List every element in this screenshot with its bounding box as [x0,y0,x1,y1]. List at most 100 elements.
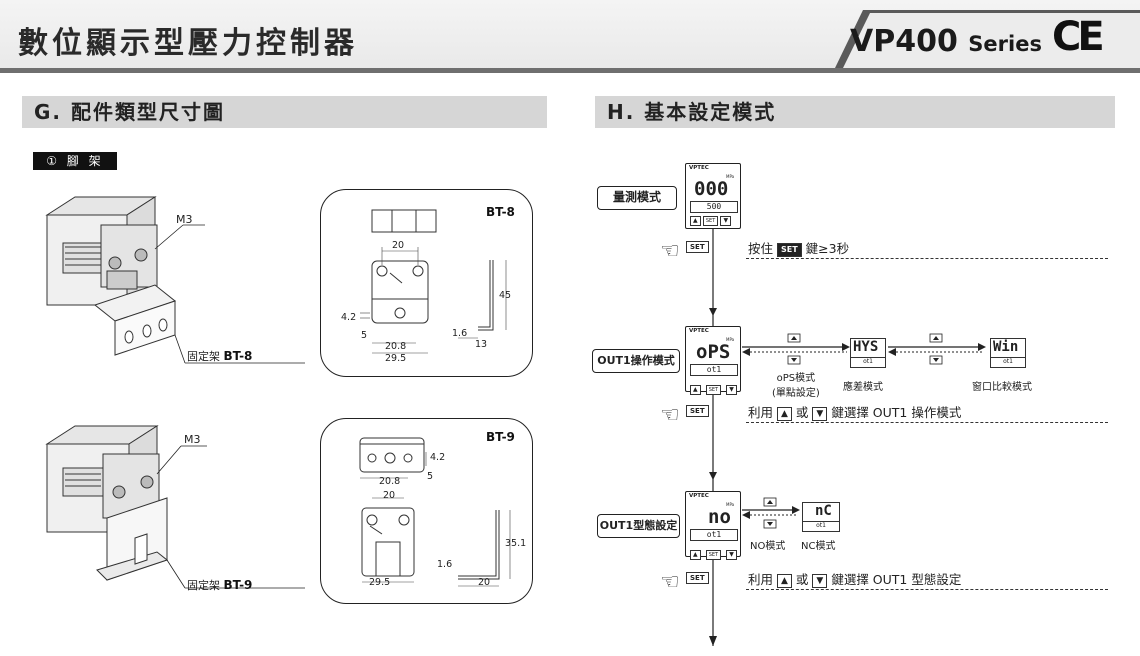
bt9-dim-20b: 20 [478,577,491,588]
device-brand: VPTEC [689,165,709,171]
bt8-screw-label: M3 [176,213,193,226]
model-name: VP400 Series [850,24,1042,59]
bt8-dim-13: 13 [475,339,488,350]
device-buttons: ▲ SET ▼ [690,544,737,563]
up-arrow-icon: ▲ [690,384,701,395]
bt8-caption: 固定架 BT-8 [187,348,252,364]
step2-instruction: 利用 ▲ 或 ▼ 鍵選擇 OUT1 操作模式 [748,402,961,421]
bt8-dim-4-2: 4.2 [341,312,357,323]
type-mode-arrows [742,497,800,529]
step1-instruction: 按住 SET 鍵≥3秒 [748,238,849,257]
bt9-card-title: BT-9 [486,430,515,444]
mode-measure-label: 量測模式 [597,186,677,210]
no-display: no [708,506,731,528]
hys-display: HYS [853,339,879,355]
win-sub-display: ot1 [991,357,1025,365]
device-buttons: ▲ SET ▼ [690,379,737,398]
up-arrow-icon: ▲ [690,549,701,560]
hand-press-icon: ☜ [660,570,680,595]
device-brand: VPTEC [689,328,709,334]
win-mode-label: 窗口比較模式 [972,382,1032,393]
set-key: SET [702,216,719,226]
ops-mode-sublabel: (單點設定) [772,388,820,399]
nc-sub-display: ot1 [803,521,839,529]
ops-display: oPS [696,341,731,363]
model-code: VP400 [850,24,958,59]
section-g-title: G. 配件類型尺寸圖 [22,96,547,128]
device-brand: VPTEC [689,493,709,499]
step1-instr-prefix: 按住 [748,241,774,256]
bt9-mount-illustration [45,425,305,589]
flow-arrow-line [709,228,717,646]
hys-sub-display: ot1 [851,357,885,365]
bt9-dim-20: 20 [383,490,396,501]
ops-sub-display: ot1 [690,364,738,376]
step3-instruction: 利用 ▲ 或 ▼ 鍵選擇 OUT1 型態設定 [748,569,961,588]
bt9-screw-label: M3 [184,433,201,446]
bt9-caption-model: BT-9 [223,578,253,592]
hand-set-key: SET [686,572,709,584]
nc-display-box: nC ot1 [802,502,840,532]
hys-mode-label: 應差模式 [843,382,883,393]
bt9-dim-20-8: 20.8 [379,476,401,487]
bt9-dimension-drawing [359,437,511,587]
page-title: 數位顯示型壓力控制器 [18,26,358,61]
ce-mark-logo: CE [1052,14,1105,60]
section-h-title: H. 基本設定模式 [595,96,1115,128]
bt8-dim-45: 45 [499,290,512,301]
header-rule [0,68,1140,73]
down-arrow-icon: ▼ [726,384,737,395]
bt8-card-title: BT-8 [486,205,515,219]
device-unit: MPa [726,337,735,342]
hand-press-icon: ☜ [660,403,680,428]
device-buttons: ▲ SET ▼ [690,216,732,226]
bt8-dim-5: 5 [361,330,368,341]
bt9-dim-4-2: 4.2 [430,452,446,463]
measure-sub-display: 500 [690,201,738,213]
bt9-caption: 固定架 BT-9 [187,577,252,593]
operation-mode-arrows [742,333,986,365]
down-key-icon: ▼ [812,573,828,588]
nc-display: nC [815,503,832,519]
up-key-icon: ▲ [777,406,792,421]
model-series: Series [968,32,1042,56]
down-key-icon: ▼ [812,406,828,421]
step2-instr-mid: 或 [795,405,809,420]
device-out1-type: VPTEC MPa no ot1 ▲ SET ▼ [685,491,741,560]
bt8-caption-model: BT-8 [223,349,253,363]
bt8-dim-1-6: 1.6 [452,328,468,339]
bt8-dim-20: 20 [392,240,405,251]
step3-instr-mid: 或 [795,572,809,587]
step2-instr-prefix: 利用 [748,405,774,420]
set-key: SET [705,384,722,395]
hand-press-icon: ☜ [660,239,680,264]
device-measure: VPTEC MPa 000 500 ▲ SET ▼ [685,163,741,229]
mode-out1-operation-label: OUT1操作模式 [592,349,680,373]
bt8-dimension-drawing [360,209,507,354]
no-mode-label: NO模式 [750,541,786,552]
set-key: SET [705,549,722,560]
step3-instr-prefix: 利用 [748,572,774,587]
down-arrow-icon: ▼ [726,549,737,560]
bt9-caption-prefix: 固定架 [187,579,220,592]
step3-instr-suffix: 鍵選擇 OUT1 型態設定 [831,572,962,587]
model-tab [843,13,1140,68]
step1-dash-line [746,258,1108,259]
ops-mode-caption: oPS模式 (單點設定) [772,369,820,399]
bt8-dim-29-5: 29.5 [385,353,407,364]
no-sub-display: ot1 [690,529,738,541]
bt9-card [320,418,533,604]
ops-mode-label: oPS模式 [776,373,816,384]
step2-instr-suffix: 鍵選擇 OUT1 操作模式 [831,405,962,420]
device-unit: MPa [726,174,735,179]
bt8-caption-prefix: 固定架 [187,350,220,363]
bt8-dim-20-8: 20.8 [385,341,407,352]
device-out1-operation: VPTEC MPa oPS ot1 ▲ SET ▼ [685,326,741,395]
hand-set-key: SET [686,241,709,253]
bracket-badge: ① 腳 架 [33,152,117,170]
down-arrow-icon: ▼ [720,216,732,226]
hand-set-key: SET [686,405,709,417]
bt9-dim-5: 5 [427,471,434,482]
measure-display: 000 [694,178,729,200]
win-display-box: Win ot1 [990,338,1026,368]
